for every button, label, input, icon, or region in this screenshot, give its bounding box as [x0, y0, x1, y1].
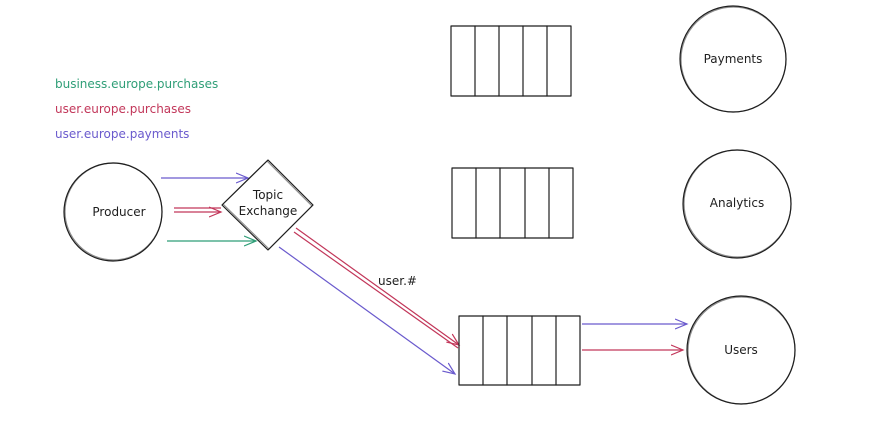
legend-user-payments: user.europe.payments [55, 127, 189, 141]
exchange-label-line1: Topic [252, 188, 283, 202]
legend-user-purchases: user.europe.purchases [55, 102, 191, 116]
routing-key-legend: business.europe.purchases user.europe.pu… [55, 77, 218, 141]
producer-node: Producer [63, 162, 163, 262]
binding-key-label: user.# [378, 274, 417, 288]
analytics-queue [451, 167, 574, 239]
users-queue [458, 315, 581, 386]
users-consumer-node: Users [686, 295, 796, 405]
exchange-label-line2: Exchange [239, 204, 298, 218]
producer-label: Producer [92, 205, 145, 219]
queue-to-users-arrows [582, 324, 687, 350]
topic-exchange-node: Topic Exchange [221, 159, 314, 251]
payments-label: Payments [704, 52, 763, 66]
payments-arrow-to-users-queue [278, 246, 455, 374]
analytics-label: Analytics [710, 196, 765, 210]
users-label: Users [724, 343, 758, 357]
producer-to-exchange-arrows [161, 178, 256, 241]
purchases-arrow-to-users-queue [295, 227, 459, 345]
payments-consumer-node: Payments [679, 5, 787, 113]
legend-business-purchases: business.europe.purchases [55, 77, 218, 91]
analytics-consumer-node: Analytics [682, 149, 792, 259]
exchange-to-users-queue-arrows [278, 227, 459, 374]
payments-queue [450, 25, 572, 97]
